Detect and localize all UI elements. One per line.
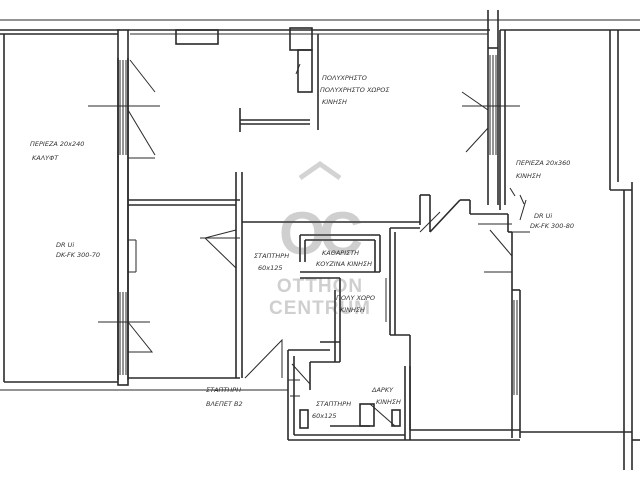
label-left-window-sub: ΚΑΛΥΦΤ: [32, 154, 59, 162]
label-top-room: ΠΟΛΥΧΡΗΣΤΟ: [322, 74, 367, 82]
label-bathroom-top-sub: ΚΟΥΖΙΝΑ ΚΙΝΗΣΗ: [316, 260, 372, 268]
label-closet-size: 60x125: [258, 264, 283, 272]
label-kitchen-sub: ΚΙΝΗΣΗ: [340, 306, 365, 314]
label-right-window-sub: ΚΙΝΗΣΗ: [516, 172, 541, 180]
watermark-logo: OC: [279, 200, 362, 267]
label-bath-right-sub: ΚΙΝΗΣΗ: [376, 398, 401, 406]
watermark-line2: CENTRUM: [269, 298, 371, 319]
watermark-line1: OTTHON: [277, 276, 363, 297]
label-kitchen: ΠΟΛΥ ΧΩΡΟ: [336, 294, 375, 302]
label-top-room-sub: ΠΟΛΥΧΡΗΣΤΟ ΧΩΡΟΣ: [320, 86, 390, 94]
label-storage: ΣΤΑΠΤΗΡΗ: [206, 386, 241, 394]
label-storage-sub: ΒΛΕΠΕΤ Β2: [206, 400, 243, 408]
label-closet: ΣΤΑΠΤΗΡΗ: [254, 252, 289, 260]
label-right-window: ΠΕΡΙΕΖΑ 20x360: [516, 159, 570, 167]
label-closet-bottom: ΣΤΑΠΤΗΡΗ: [316, 400, 351, 408]
label-bathroom-top: ΚΑΘΑΡΙΣΤΗ: [322, 249, 359, 257]
label-top-room-sub2: ΚΙΝΗΣΗ: [322, 98, 347, 106]
label-closet-bottom-size: 60x125: [312, 412, 337, 420]
label-right-door-sub: DK-FK 300-80: [530, 222, 574, 230]
label-left-door: DR Ui: [56, 241, 74, 249]
label-bath-right: ΔΑΡΚΥ: [371, 386, 394, 394]
watermark: OC OTTHON CENTRUM: [269, 160, 371, 319]
label-left-window: ΠΕΡΙΕΖΑ 20x240: [30, 140, 84, 148]
label-right-door: DR Ui: [534, 212, 552, 220]
label-left-door-sub: DK-FK 300-70: [56, 251, 100, 259]
